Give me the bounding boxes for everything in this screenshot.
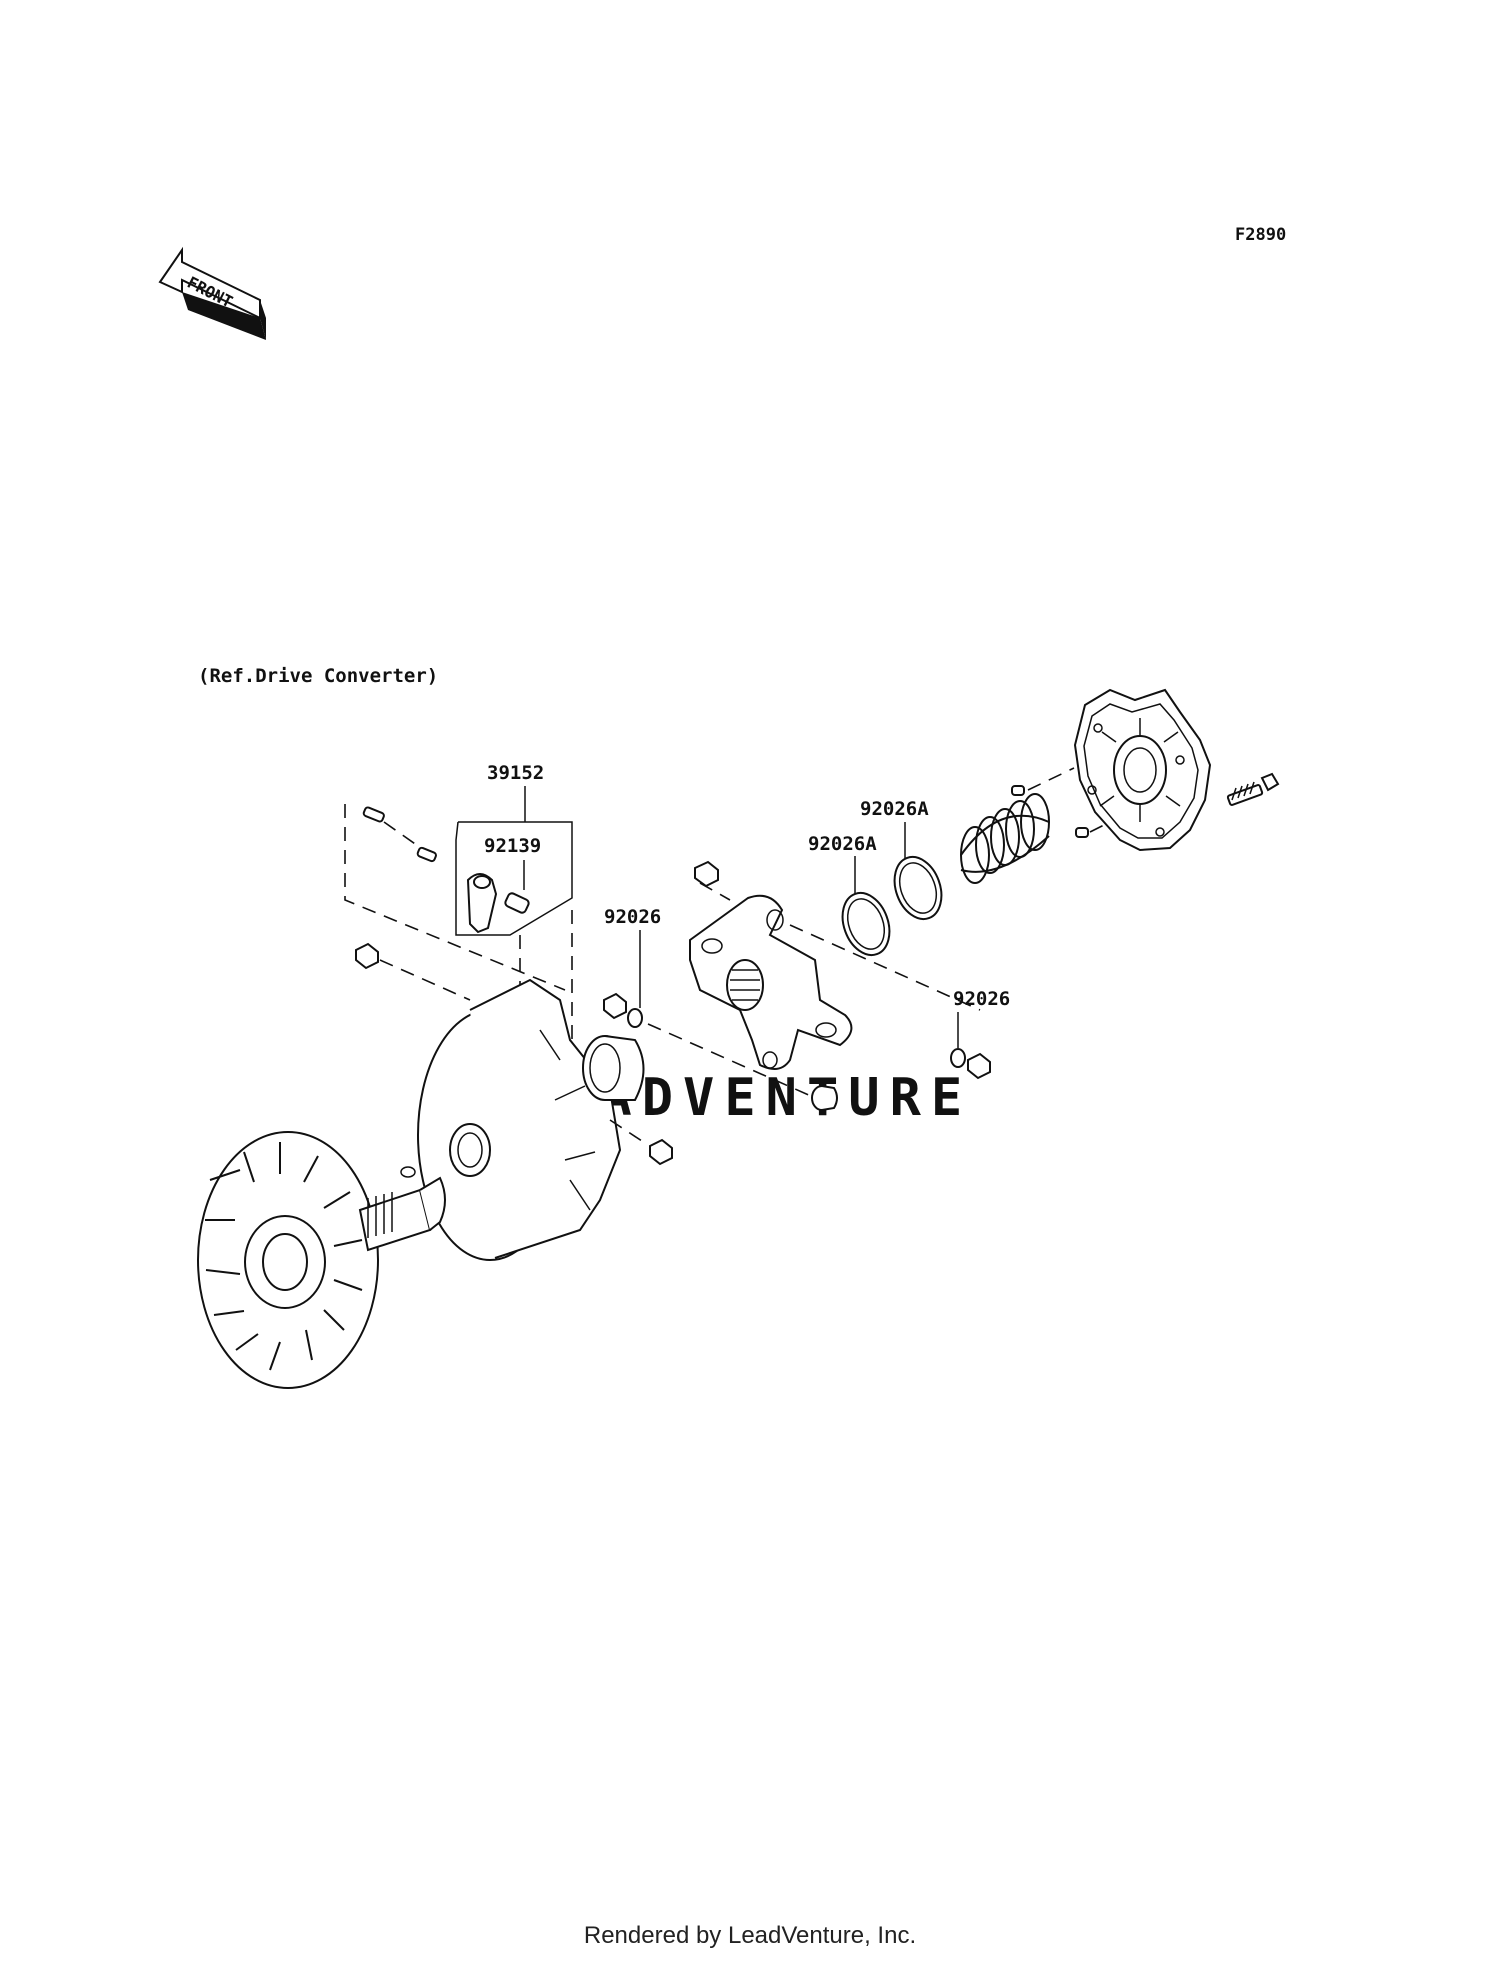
- callout-92026-left: 92026: [603, 906, 821, 1101]
- weight-arm-part: [466, 873, 530, 934]
- front-arrow-icon: FRONT: [158, 246, 266, 340]
- nut-right: [967, 1052, 991, 1080]
- movable-sheave-part: [417, 978, 622, 1261]
- svg-text:92026: 92026: [604, 906, 661, 928]
- callout-92139: 92139: [484, 835, 541, 890]
- nut-lower: [609, 1119, 673, 1166]
- roller-lower: [811, 1085, 838, 1111]
- roller-right: [950, 1048, 966, 1068]
- svg-text:39152: 39152: [487, 762, 544, 784]
- fixed-sheave-part: [197, 1131, 446, 1389]
- svg-text:92139: 92139: [484, 835, 541, 857]
- callout-39152: 39152: [455, 762, 573, 936]
- bushing-part: [582, 1035, 645, 1101]
- svg-text:92026A: 92026A: [808, 833, 877, 855]
- bolt-part: [1226, 772, 1280, 806]
- nut-left-top: [355, 942, 471, 1001]
- figure-code: F2890: [1235, 225, 1286, 245]
- footer-credit: Rendered by LeadVenture, Inc.: [583, 1922, 917, 1949]
- spider-part: [689, 860, 981, 1070]
- reference-note: (Ref.Drive Converter): [198, 665, 438, 687]
- svg-text:92026A: 92026A: [860, 798, 929, 820]
- cover-part: [1073, 688, 1212, 852]
- callout-92026A-upper: 92026A: [860, 798, 943, 920]
- spring-part: [960, 793, 1050, 884]
- callout-92026-right: 92026: [950, 988, 1010, 1080]
- svg-text:92026: 92026: [953, 988, 1010, 1010]
- callout-92026A-lower: 92026A: [808, 833, 891, 956]
- nut-left-mid: [603, 992, 627, 1020]
- cover-pins: [1011, 767, 1111, 838]
- roller-left: [627, 1008, 643, 1028]
